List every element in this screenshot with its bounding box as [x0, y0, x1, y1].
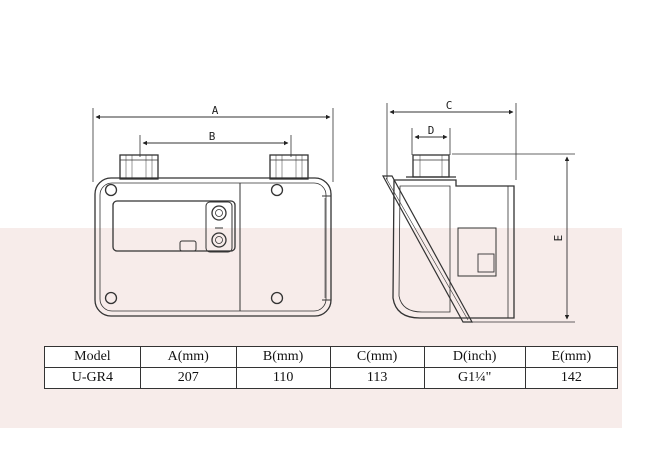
header-d: D(inch) — [423, 346, 526, 368]
side-inlet — [406, 154, 456, 178]
dim-label-b: B — [209, 130, 216, 143]
screw-icon — [270, 183, 284, 197]
header-c: C(mm) — [329, 346, 425, 368]
header-model: Model — [44, 346, 141, 368]
cell-a: 207 — [139, 367, 237, 389]
front-cover-slant — [381, 175, 474, 323]
screw-icon — [270, 291, 284, 305]
background-band — [0, 228, 622, 428]
screw-icon — [104, 183, 118, 197]
dimension-e: E — [452, 153, 575, 323]
header-a: A(mm) — [139, 346, 237, 368]
control-buttons — [205, 201, 233, 253]
dim-label-d: D — [428, 124, 435, 137]
header-e: E(mm) — [524, 346, 619, 368]
dim-label-a: A — [212, 104, 219, 117]
meter-body-outline — [94, 177, 332, 317]
spec-table: Model A(mm) B(mm) C(mm) D(inch) E(mm) U-… — [44, 346, 619, 389]
screw-icon — [104, 291, 118, 305]
technical-drawing: A B — [92, 99, 575, 323]
cell-model: U-GR4 — [44, 367, 141, 389]
cell-c: 113 — [329, 367, 425, 389]
side-body-outline — [392, 179, 515, 319]
cell-e: 142 — [524, 367, 619, 389]
battery-hatch — [179, 240, 197, 252]
outlet-right — [269, 154, 309, 180]
table-header-row: Model A(mm) B(mm) C(mm) D(inch) E(mm) — [44, 346, 619, 368]
dimension-b: B — [139, 130, 292, 157]
dimension-c: C — [386, 99, 517, 180]
dim-label-c: C — [446, 99, 453, 112]
side-view: C D E — [381, 99, 575, 323]
lcd-window — [112, 200, 236, 252]
inlet-left — [119, 154, 159, 180]
cell-d: G1¼" — [423, 367, 526, 389]
table-row: U-GR4 207 110 113 G1¼" 142 — [44, 367, 619, 389]
header-b: B(mm) — [235, 346, 331, 368]
cell-b: 110 — [235, 367, 331, 389]
front-view: A B — [92, 104, 334, 317]
dimension-d: D — [411, 124, 451, 155]
dimension-a: A — [92, 104, 334, 182]
dim-label-e: E — [552, 235, 565, 242]
